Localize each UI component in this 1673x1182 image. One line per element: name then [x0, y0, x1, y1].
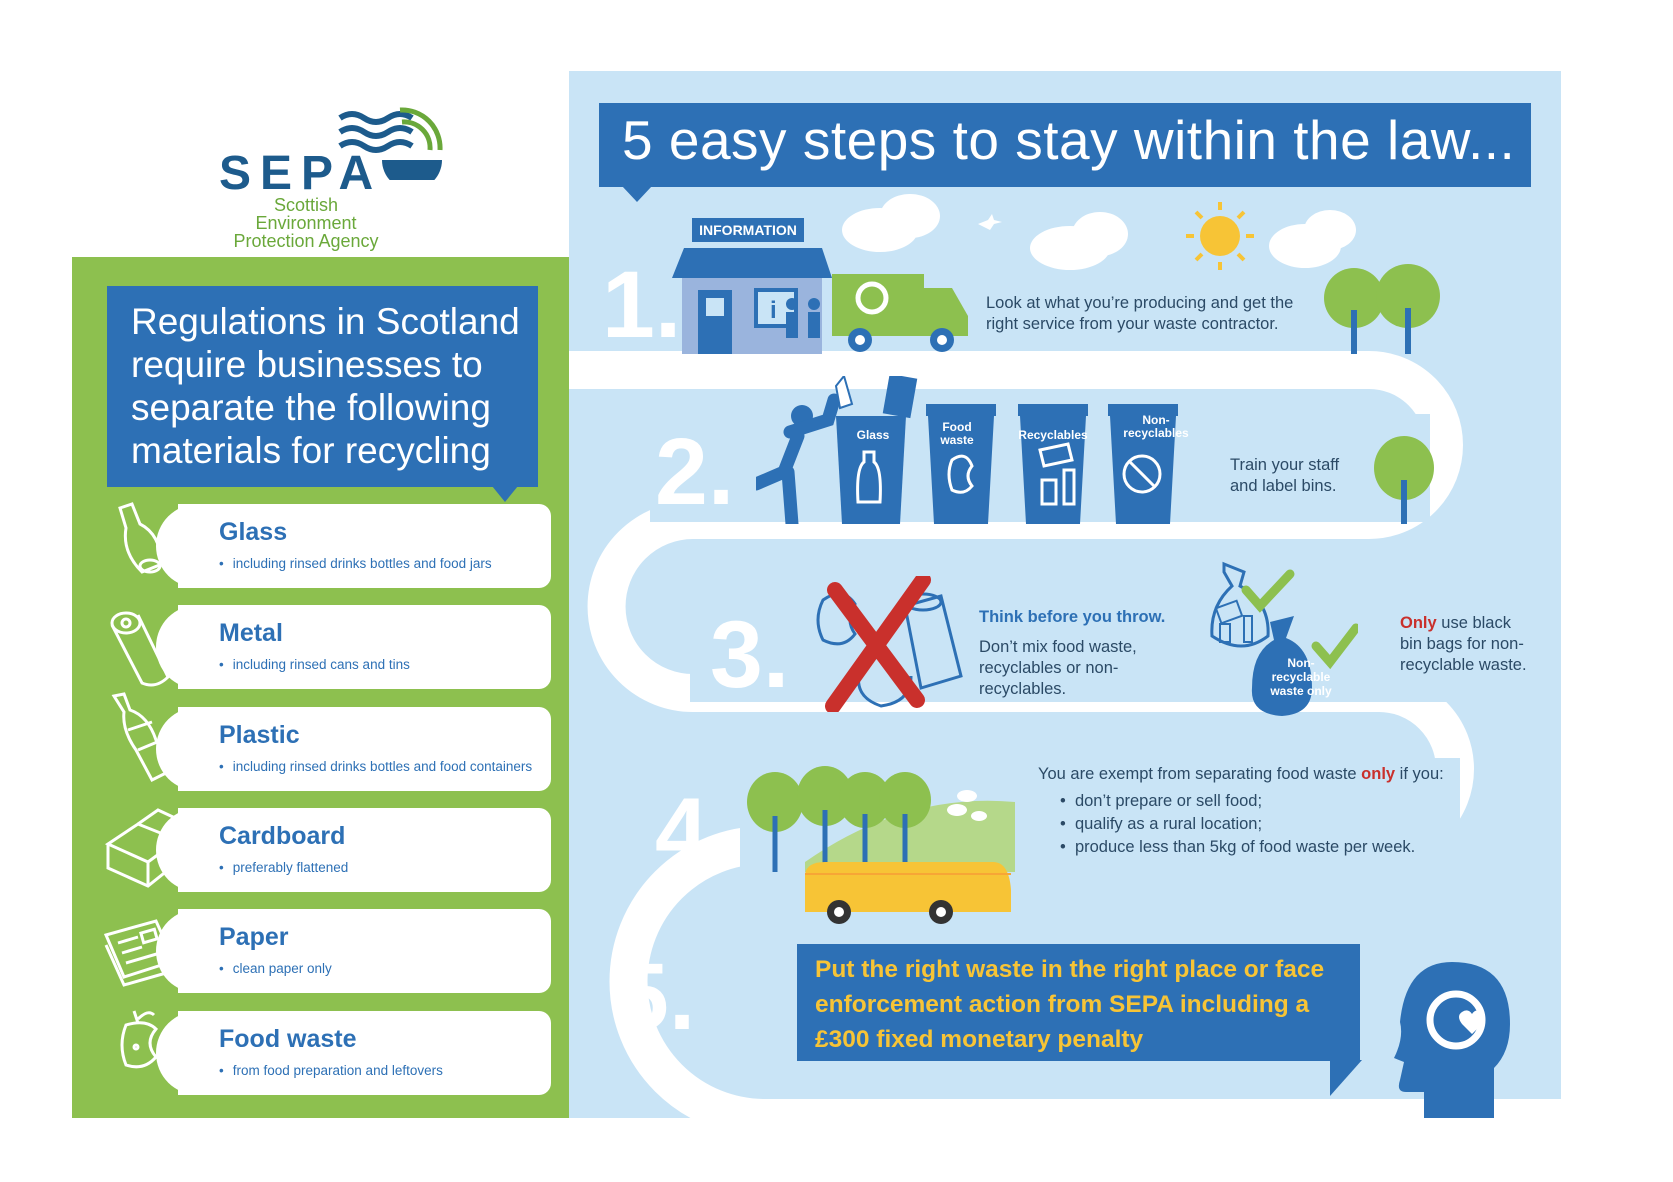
svg-text:i: i [770, 297, 777, 324]
step-4-bullet-text: qualify as a rural location; [1074, 815, 1263, 833]
penalty-warning: Put the right waste in the right place o… [797, 944, 1360, 1061]
step-number: 2. [655, 419, 735, 525]
regulations-heading: Regulations in Scotland require business… [107, 286, 538, 487]
step-number: 1. [602, 252, 682, 358]
material-card-glass: Glass including rinsed drinks bottles an… [156, 504, 551, 588]
step-3-note-text: use black bin bags for non-recyclable wa… [1400, 614, 1527, 674]
step-4-intro-a: You are exempt from separating food wast… [1038, 765, 1362, 783]
recycling-bins-icon [756, 376, 1178, 524]
steps-title-box [599, 103, 1531, 187]
bin-label: Non-recyclables [1123, 413, 1189, 440]
logo-subtitle: Scottish Environment Protection Agency [233, 195, 379, 251]
step-number: 3. [710, 602, 790, 708]
sepa-logo: SEPA Scottish Environment Protection Age… [215, 100, 445, 250]
material-title: Cardboard [219, 822, 346, 850]
material-description: including rinsed drinks bottles and food… [219, 759, 532, 774]
material-card-food-waste: Food waste from food preparation and lef… [156, 1011, 551, 1095]
material-title: Glass [219, 518, 288, 546]
step-number: 4. [655, 779, 735, 885]
step-4-bullet: • don’t prepare or sell food; [1060, 792, 1263, 810]
speech-tail [622, 186, 652, 202]
steps-title: 5 easy steps to stay within the law... [622, 109, 1516, 171]
bin-label: Glass [856, 428, 890, 442]
step-3-lead: Think before you throw. [979, 608, 1166, 626]
sky-decoration [842, 194, 1356, 270]
step-4-bullet: • qualify as a rural location; [1060, 815, 1263, 833]
step-3-text: Don’t mix food waste, recyclables or non… [979, 638, 1137, 698]
material-card-plastic: Plastic including rinsed drinks bottles … [156, 707, 551, 791]
newspaper-icon [103, 919, 181, 987]
material-title: Plastic [219, 721, 300, 749]
information-sign: INFORMATION [699, 222, 797, 238]
step-4-bullet-text: produce less than 5kg of food waste per … [1074, 838, 1416, 856]
material-title: Metal [219, 619, 283, 647]
step-4-bullet-text: don’t prepare or sell food; [1074, 792, 1263, 810]
apple-core-icon [120, 1010, 159, 1069]
material-description: including rinsed drinks bottles and food… [219, 556, 492, 571]
trees-icon [1324, 264, 1440, 354]
material-description: from food preparation and leftovers [219, 1063, 443, 1078]
step-4-intro-emphasis: only [1361, 765, 1396, 783]
step-1-text: Look at what you’re producing and get th… [986, 294, 1294, 333]
information-building-icon: i [672, 218, 968, 354]
head-recycle-icon [1394, 962, 1510, 1118]
bin-bag-label: Non-recyclable waste only [1270, 656, 1332, 698]
step-number: 5. [616, 944, 696, 1050]
logo-wordmark: SEPA [219, 147, 383, 200]
step-4-intro: You are exempt from separating food wast… [1038, 764, 1458, 785]
step-3-note-emphasis: Only [1400, 614, 1437, 632]
cardboard-box-icon [104, 808, 189, 888]
bin-label: Food waste [940, 420, 974, 447]
countryside-bus-icon [747, 766, 1015, 924]
bin-label: Recyclables [1018, 428, 1088, 442]
speech-tail [1330, 1060, 1362, 1096]
plastic-bottle-icon [111, 692, 175, 782]
glass-bottle-icon [118, 502, 164, 574]
material-description: clean paper only [219, 961, 332, 976]
step-4-bullet: • produce less than 5kg of food waste pe… [1060, 838, 1416, 856]
material-description: preferably flattened [219, 860, 349, 875]
step-2-text: Train your staff and label bins. [1230, 456, 1340, 495]
can-icon [110, 611, 170, 687]
material-description: including rinsed cans and tins [219, 657, 410, 672]
material-title: Paper [219, 923, 289, 951]
material-title: Food waste [219, 1025, 357, 1053]
tree-icon [1374, 436, 1434, 524]
step-4-intro-b: if you: [1395, 765, 1444, 783]
speech-tail [492, 486, 518, 502]
material-card-cardboard: Cardboard preferably flattened [156, 808, 551, 892]
material-card-paper: Paper clean paper only [156, 909, 551, 993]
bin-bags-icon [1210, 561, 1358, 716]
step-3-note: Only use black bin bags for non-recyclab… [1400, 613, 1530, 676]
material-card-metal: Metal including rinsed cans and tins [156, 605, 551, 689]
mixed-waste-crossed-icon [816, 576, 963, 712]
sepa-wave-emblem-icon [338, 107, 443, 180]
